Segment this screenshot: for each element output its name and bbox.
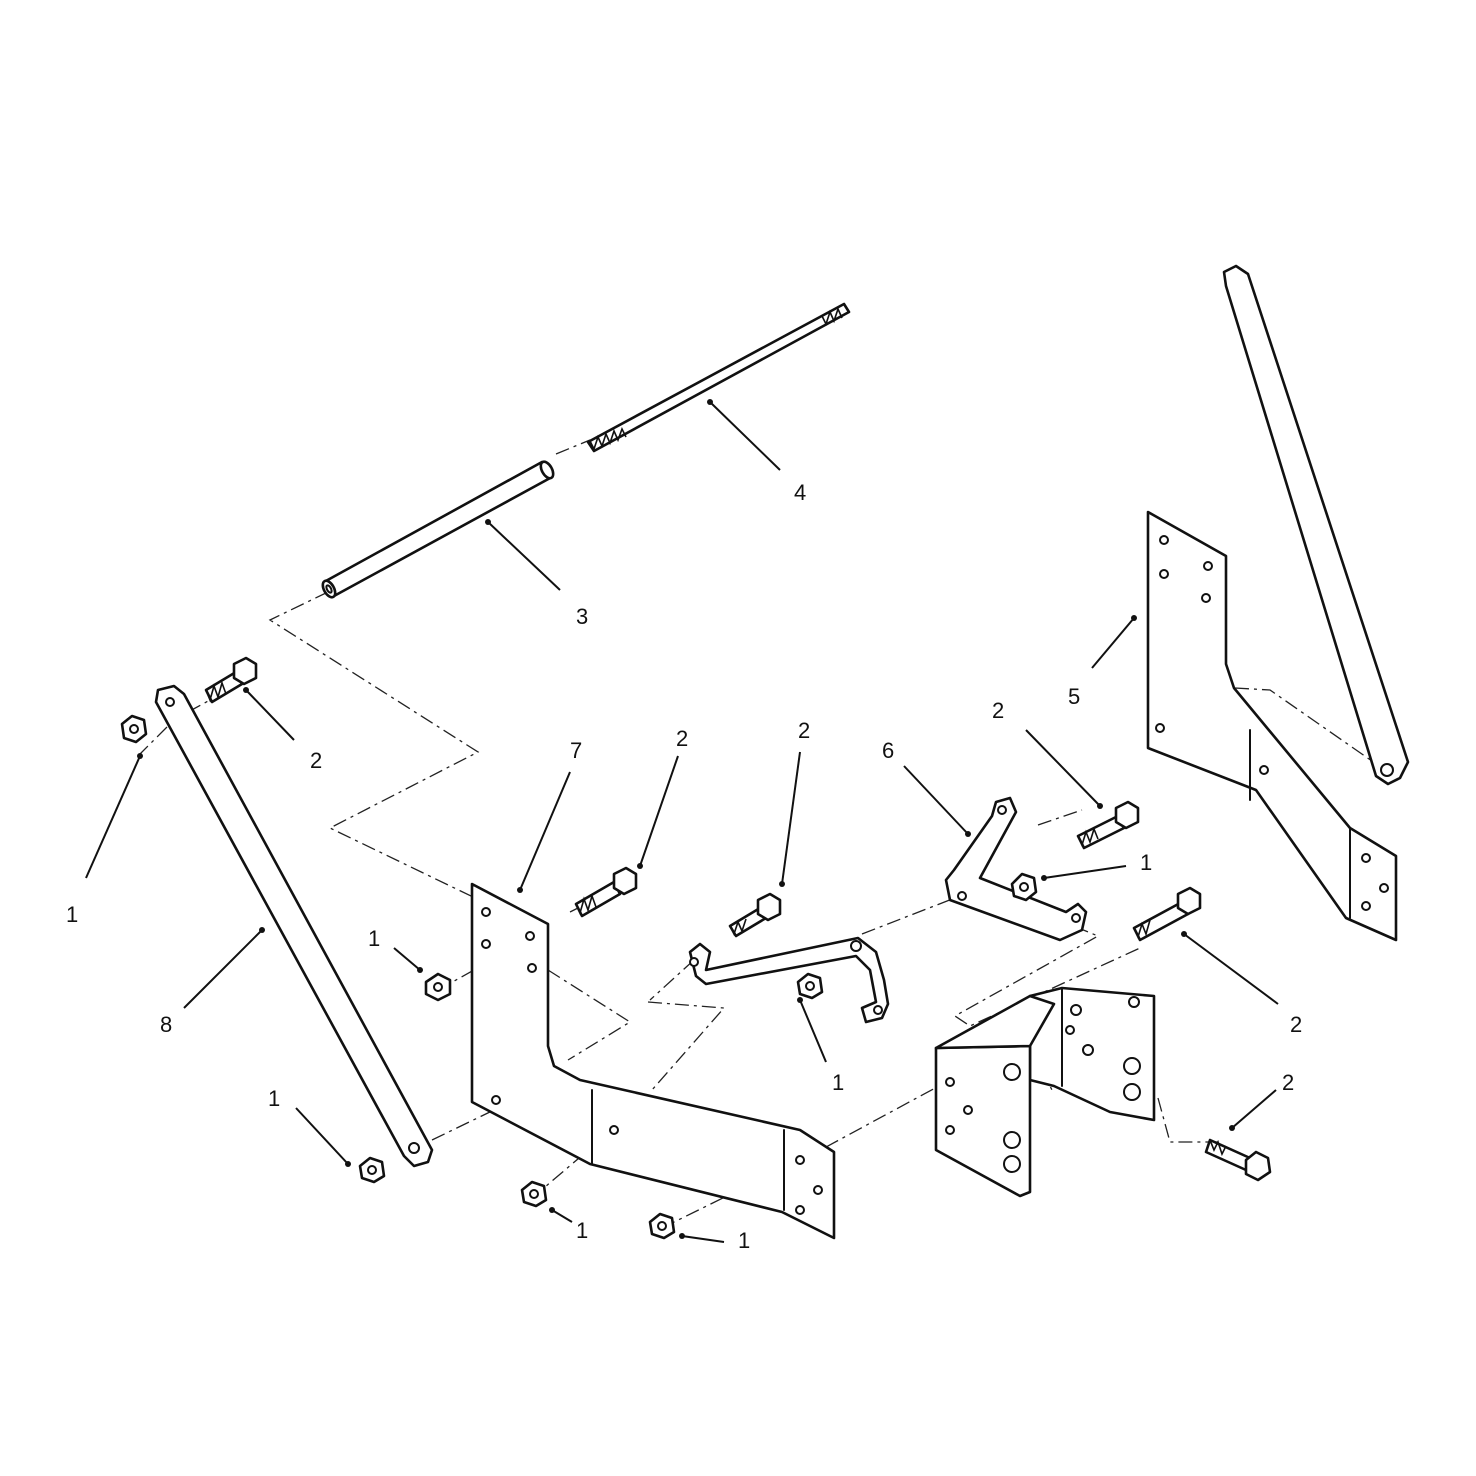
callout-1-strap-left: 1 xyxy=(832,1070,844,1095)
callout-2-top-left: 2 xyxy=(310,748,322,773)
bolt-plate-left xyxy=(574,866,638,918)
flat-link-arm-part xyxy=(154,684,434,1168)
callout-2-bracket-bottom: 2 xyxy=(1282,1070,1294,1095)
bolt-strap-right xyxy=(1076,800,1140,850)
callout-6: 6 xyxy=(882,738,894,763)
nut-plate-left xyxy=(424,972,452,1002)
nut-strap-left xyxy=(796,972,824,1000)
nut-group xyxy=(120,714,1038,1240)
u-strap-left-part xyxy=(688,936,890,1024)
callout-1-top-left: 1 xyxy=(66,902,78,927)
leader-lines xyxy=(85,399,1279,1243)
callout-8: 8 xyxy=(160,1012,172,1037)
nut-strap-right xyxy=(1010,872,1038,902)
callout-5: 5 xyxy=(1068,684,1080,709)
callout-1-plate-bottom: 1 xyxy=(576,1218,588,1243)
threaded-rod-part xyxy=(586,302,851,453)
callout-1-plate: 1 xyxy=(368,926,380,951)
center-bracket-part xyxy=(934,986,1156,1198)
callout-7: 7 xyxy=(570,738,582,763)
callout-2-bracket-top: 2 xyxy=(1290,1012,1302,1037)
callout-2-strap-right: 2 xyxy=(992,698,1004,723)
callout-2-plate: 2 xyxy=(676,726,688,751)
right-mounting-plate-part xyxy=(1146,264,1410,942)
callout-1-strap-right: 1 xyxy=(1140,850,1152,875)
callout-2-strap-left: 2 xyxy=(798,718,810,743)
bolt-bracket-top xyxy=(1132,886,1202,942)
nut-top-left xyxy=(120,714,148,744)
callouts: 4 3 5 2 1 8 7 2 2 6 2 1 1 1 2 2 1 1 1 xyxy=(66,480,1302,1253)
nut-arm-bottom xyxy=(358,1156,386,1184)
bolt-strap-left xyxy=(728,892,782,938)
tube-part xyxy=(321,460,555,599)
u-strap-right-part xyxy=(944,796,1088,942)
left-mounting-plate-part xyxy=(470,882,836,1240)
callout-3: 3 xyxy=(576,604,588,629)
callout-1-arm-bottom: 1 xyxy=(268,1086,280,1111)
bolt-top-left xyxy=(204,656,258,704)
callout-1-plate-right-bottom: 1 xyxy=(738,1228,750,1253)
bolt-bracket-bottom xyxy=(1204,1138,1272,1182)
nut-plate-bottom xyxy=(520,1180,548,1208)
nut-plate-right-bottom xyxy=(648,1212,676,1240)
callout-4: 4 xyxy=(794,480,806,505)
